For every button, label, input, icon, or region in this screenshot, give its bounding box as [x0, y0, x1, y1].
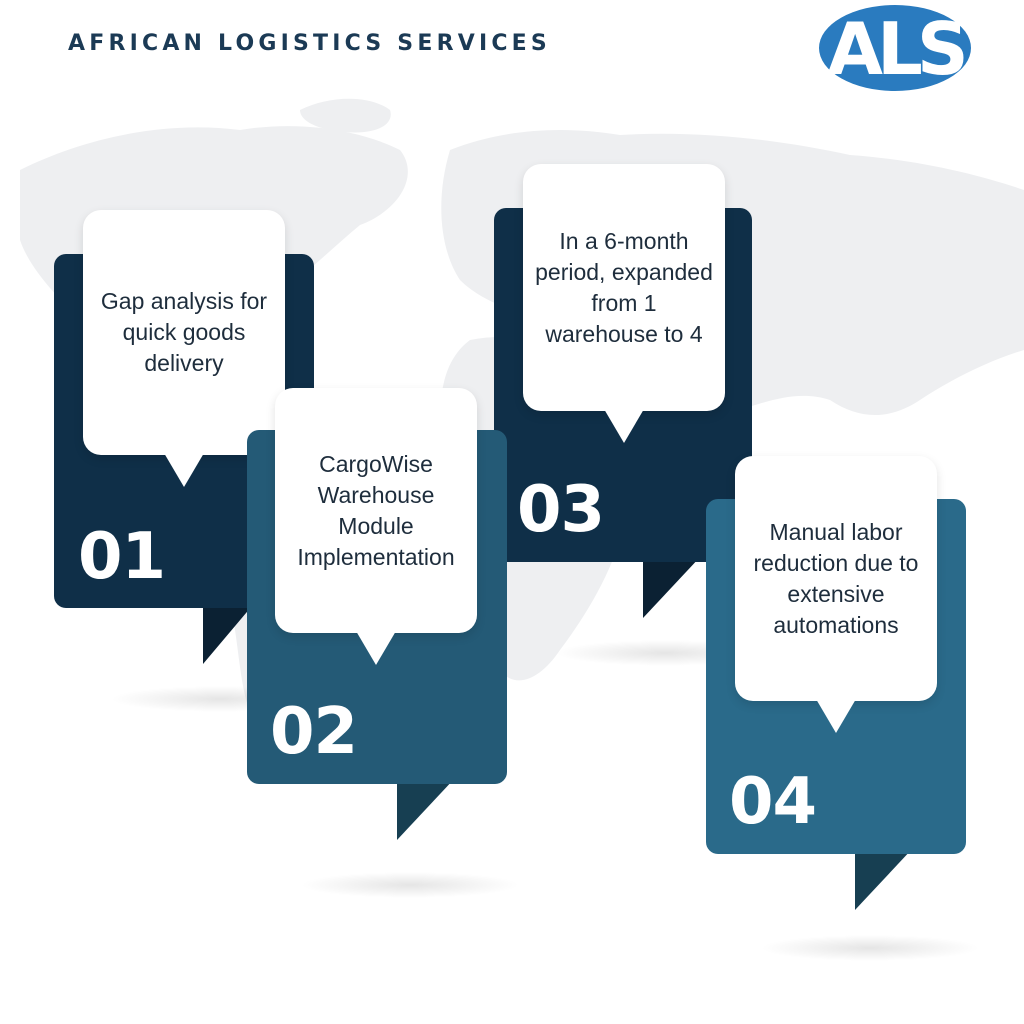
card-shadow — [300, 872, 520, 898]
step-3-fold — [643, 556, 701, 618]
step-3-text: In a 6-month period, expanded from 1 war… — [535, 227, 713, 347]
step-4-number: 04 — [729, 765, 817, 839]
step-2-text-bubble: CargoWise Warehouse Module Implementatio… — [275, 388, 477, 665]
svg-text:ALS: ALS — [827, 7, 964, 91]
step-3-number: 03 — [517, 473, 605, 547]
card-shadow — [760, 935, 980, 961]
step-4-fold — [855, 848, 913, 910]
step-4-text: Manual labor reduction due to extensive … — [753, 518, 919, 638]
step-4-text-bubble: Manual labor reduction due to extensive … — [735, 456, 937, 733]
step-2-fold — [397, 778, 455, 840]
step-1-number: 01 — [78, 520, 166, 594]
step-3-text-bubble: In a 6-month period, expanded from 1 war… — [523, 164, 725, 443]
step-2-number: 02 — [270, 695, 358, 769]
step-2-text: CargoWise Warehouse Module Implementatio… — [297, 450, 455, 570]
step-1-text-bubble: Gap analysis for quick goods delivery — [83, 210, 285, 487]
brand-title: AFRICAN LOGISTICS SERVICES — [68, 31, 551, 56]
als-logo: ALS — [819, 5, 971, 91]
step-1-text: Gap analysis for quick goods delivery — [100, 288, 268, 376]
